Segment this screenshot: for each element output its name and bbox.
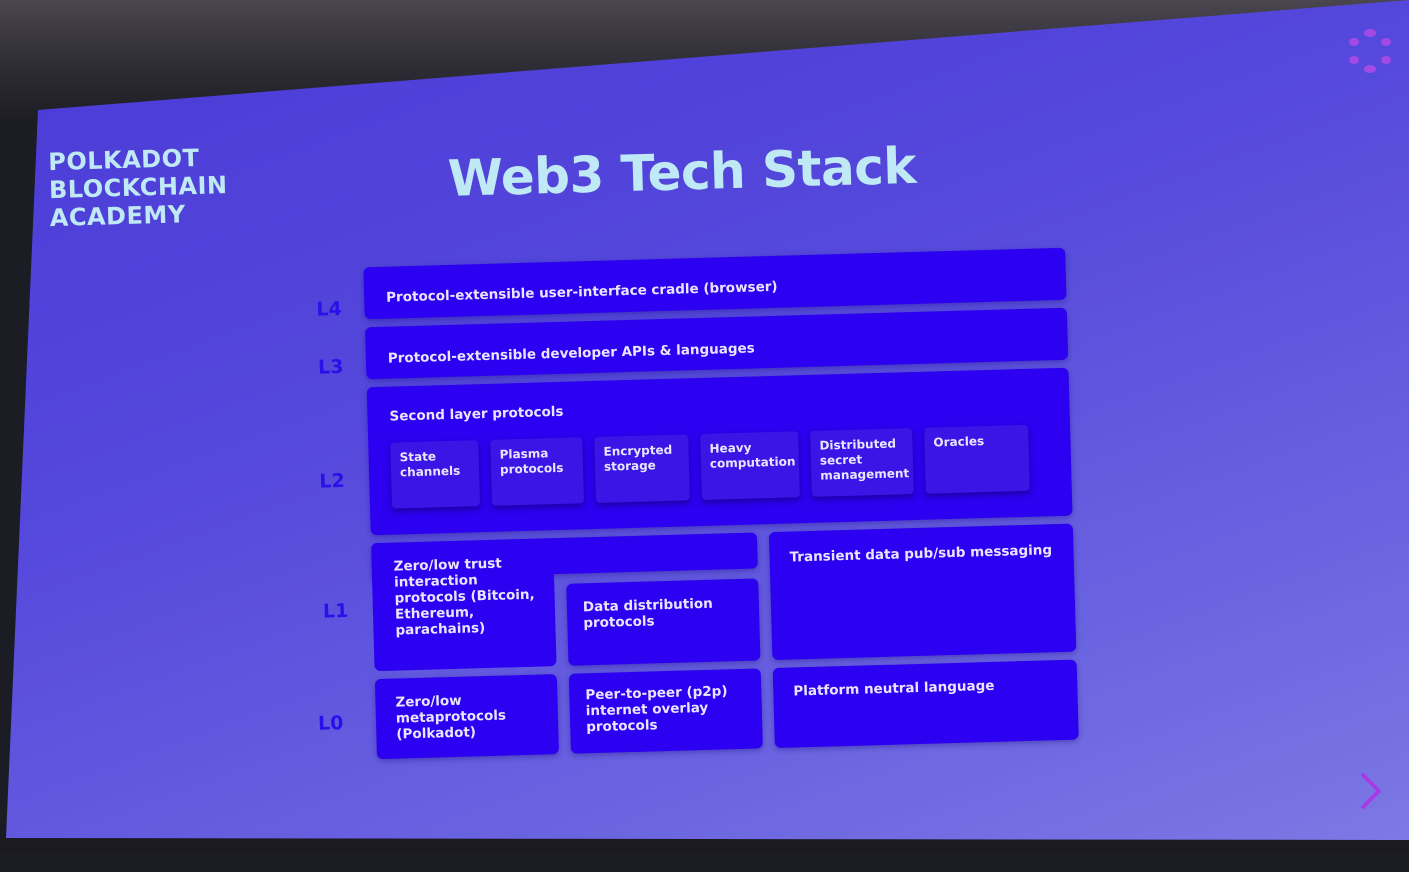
polkadot-dots-icon xyxy=(1349,29,1391,73)
layer-label-l3: L3 xyxy=(317,355,344,379)
l4-browser-text: Protocol-extensible user-interface cradl… xyxy=(385,278,778,306)
l0-metaprotocols-box: Zero/low metaprotocols (Polkadot) xyxy=(374,674,559,760)
l3-apis-box: Protocol-extensible developer APIs & lan… xyxy=(365,307,1069,380)
l2-item-label: Oracles xyxy=(933,434,985,450)
l0-metaprotocols-text: Zero/low metaprotocols (Polkadot) xyxy=(395,692,507,743)
l1-transient-messaging-box: Transient data pub/sub messaging xyxy=(768,523,1077,661)
projection-screen: POLKADOT BLOCKCHAIN ACADEMY Web3 Tech St… xyxy=(6,0,1409,840)
next-chevron-icon xyxy=(1361,773,1381,809)
l2-item-distributed-secret-management: Distributed secret management xyxy=(810,428,914,497)
l1-data-distribution-text: Data distribution protocols xyxy=(582,595,713,632)
l2-item-encrypted-storage: Encrypted storage xyxy=(594,434,690,503)
layer-label-l0: L0 xyxy=(317,712,344,735)
l3-apis-text: Protocol-extensible developer APIs & lan… xyxy=(387,340,755,367)
l2-item-label: Heavy computation xyxy=(709,440,796,471)
l4-browser-box: Protocol-extensible user-interface cradl… xyxy=(363,247,1067,320)
polkadot-academy-logo: POLKADOT BLOCKCHAIN ACADEMY xyxy=(48,143,229,232)
l2-heading: Second layer protocols xyxy=(389,403,564,425)
l2-item-oracles: Oracles xyxy=(924,424,1030,494)
layer-label-l2: L2 xyxy=(318,469,345,493)
l2-item-label: Encrypted storage xyxy=(603,442,673,474)
l2-item-label: State channels xyxy=(399,449,461,480)
l2-item-heavy-computation: Heavy computation xyxy=(700,431,800,500)
logo-line-3: ACADEMY xyxy=(49,200,187,233)
l1-trust-text: Zero/low trust interaction protocols (Bi… xyxy=(393,555,535,639)
logo-line-2: BLOCKCHAIN xyxy=(48,171,228,205)
l0-platform-text: Platform neutral language xyxy=(793,677,995,700)
l1-transient-text: Transient data pub/sub messaging xyxy=(789,542,1053,566)
l2-item-plasma-protocols: Plasma protocols xyxy=(490,437,585,506)
layer-label-l4: L4 xyxy=(316,297,343,321)
l1-trust-box: Zero/low trust interaction protocols (Bi… xyxy=(371,556,557,672)
layer-label-l1: L1 xyxy=(322,599,349,623)
l2-item-label: Plasma protocols xyxy=(499,446,564,477)
l0-platform-language-box: Platform neutral language xyxy=(772,659,1079,749)
l2-item-label: Distributed secret management xyxy=(819,436,910,483)
l2-item-state-channels: State channels xyxy=(390,440,481,509)
l0-p2p-box: Peer-to-peer (p2p) internet overlay prot… xyxy=(568,668,763,754)
l2-second-layer-box: Second layer protocols State channels Pl… xyxy=(366,367,1073,536)
l0-p2p-text: Peer-to-peer (p2p) internet overlay prot… xyxy=(585,683,728,736)
slide-title: Web3 Tech Stack xyxy=(447,136,917,208)
l1-data-distribution-box: Data distribution protocols xyxy=(566,578,761,666)
